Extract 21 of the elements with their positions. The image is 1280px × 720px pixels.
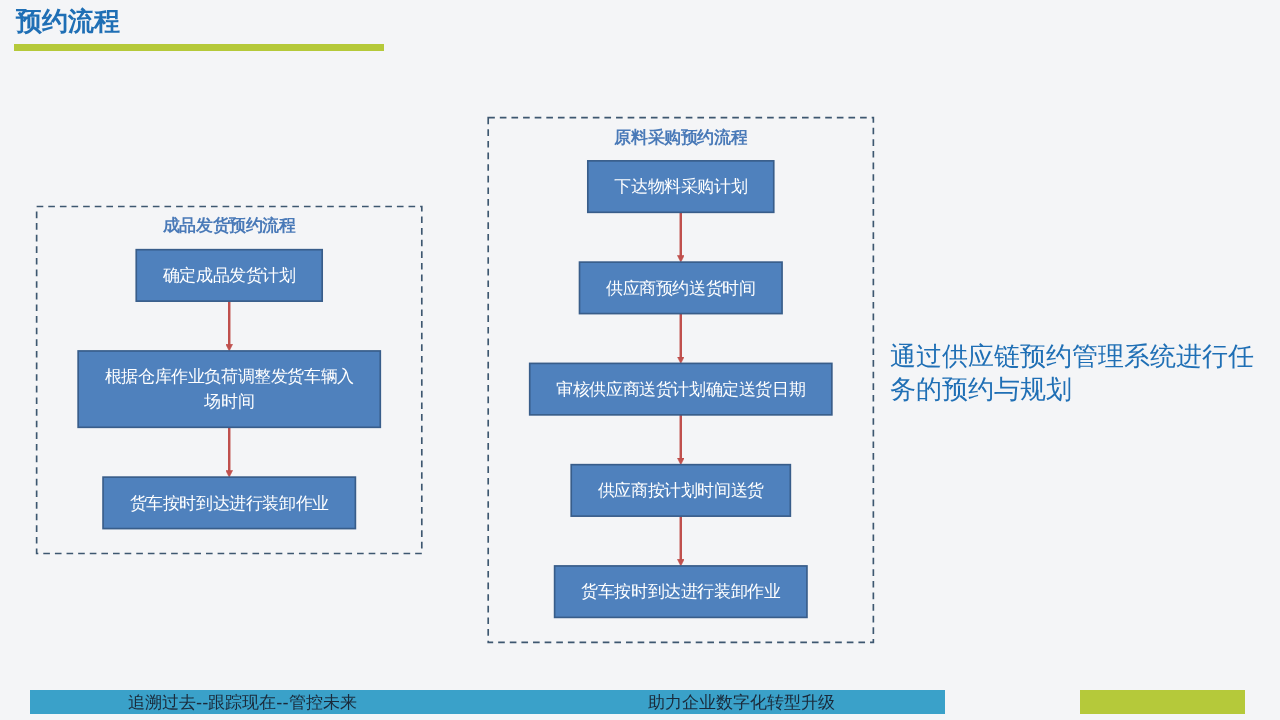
note-text: 通过供应链预约管理系统进行任务的预约与规划 (890, 340, 1255, 405)
arrow (677, 212, 685, 263)
node-box (578, 261, 783, 315)
node-box (102, 476, 357, 530)
node-box (77, 350, 382, 429)
arrow (677, 414, 685, 465)
arrow (677, 313, 685, 364)
flowchart: 成品发货预约流程 确定成品发货计划 根据仓库作业负荷调整发货车辆入场时间 货车按时到达进行装卸作业 原料采购预约流程 下达物料采购计划 供应商预约送货时间 审核供应商送货计划确定送货日期 供应商按计划时间送货 货车按时到达进行装卸作业 (30, 80, 880, 680)
footer-slogan: 追溯过去--跟踪现在--管控未来 (128, 691, 357, 714)
arrow (677, 516, 685, 567)
page-title: 预约流程 (16, 5, 120, 38)
node-box (570, 463, 792, 517)
node-box (135, 248, 323, 302)
node-box (528, 362, 833, 416)
node-box (586, 160, 775, 214)
footer-slogan: 助力企业数字化转型升级 (648, 691, 835, 714)
arrow (225, 427, 233, 478)
arrow (225, 301, 233, 352)
cluster (487, 116, 875, 644)
node-box (553, 565, 808, 619)
cluster (35, 205, 423, 555)
